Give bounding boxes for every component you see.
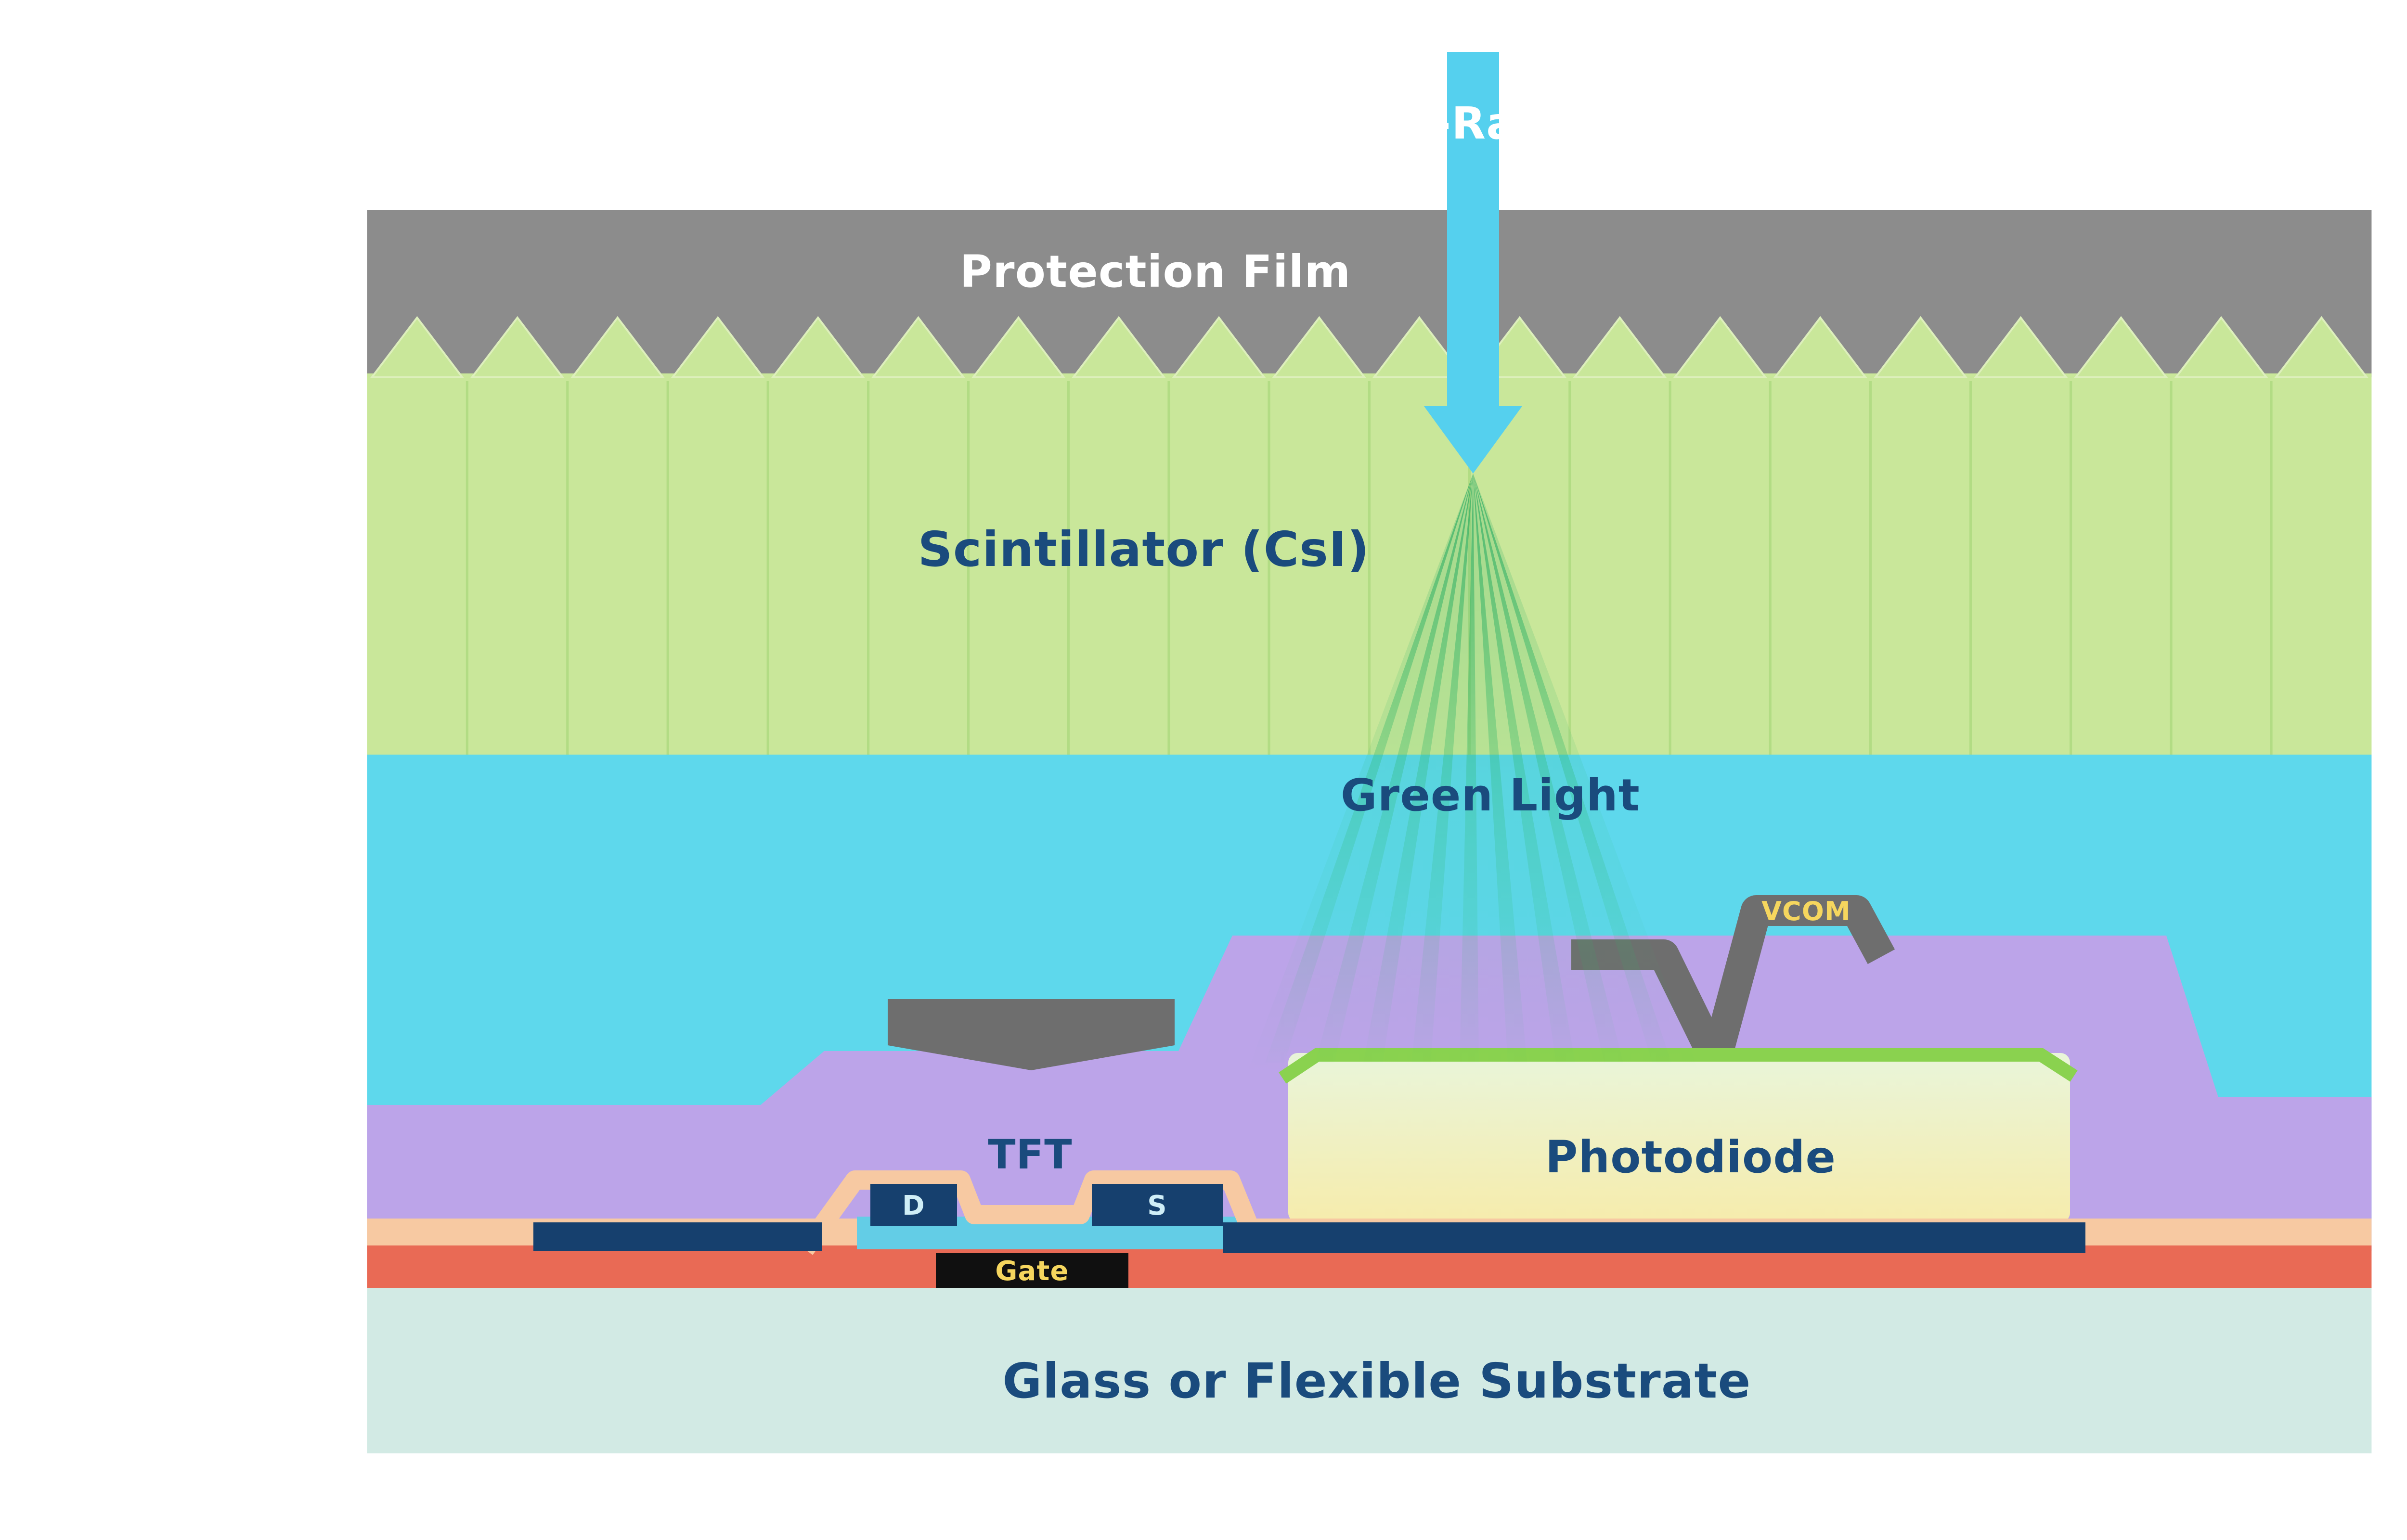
protection-film-label: Protection Film	[960, 246, 1351, 297]
green-light-ray	[1473, 474, 1527, 1063]
tft-peach-outline	[797, 1170, 1265, 1255]
scintillator-column-peak	[1071, 316, 1166, 378]
scintillator-column-peak	[1873, 316, 1968, 378]
scintillator-column-peak	[1171, 316, 1267, 378]
photodiode-label: Photodiode	[1545, 1131, 1836, 1183]
protection-film-layer	[367, 210, 2372, 377]
xray-arrow-head	[1424, 406, 1522, 474]
scintillator-column-peak	[771, 316, 866, 378]
gate-electrode	[936, 1253, 1128, 1290]
scintillator-column-peak	[971, 316, 1066, 378]
green-light-ray	[1473, 474, 1575, 1063]
green-light-ray	[1411, 474, 1473, 1063]
left-metal-line	[533, 1222, 822, 1251]
tft-drain-electrode	[870, 1184, 957, 1226]
scintillator-label: Scintillator (CsI)	[918, 521, 1370, 578]
scintillator-column-peak	[470, 316, 565, 378]
left-gray-electrode	[888, 999, 1175, 1070]
green-light-ray	[1265, 474, 1473, 1063]
scintillator-column-peak	[2174, 316, 2269, 378]
xray-arrow-shaft	[1447, 52, 1499, 406]
scintillator-column-peak	[1673, 316, 1768, 378]
vcom-label: VCOM	[1761, 896, 1851, 926]
scintillator-column-peak	[871, 316, 966, 378]
green-light-ray	[1460, 474, 1479, 1063]
substrate-label: Glass or Flexible Substrate	[1002, 1353, 1751, 1409]
drain-label: D	[902, 1190, 925, 1221]
scintillator-column-peak	[370, 316, 465, 378]
green-light-ray	[1315, 474, 1473, 1063]
scintillator-column-peak	[2073, 316, 2169, 378]
tft-label: TFT	[988, 1131, 1073, 1178]
green-light-ray	[1363, 474, 1473, 1063]
scintillator-column-peak	[671, 316, 765, 378]
photodiode-bottom-electrode	[1223, 1222, 2085, 1253]
substrate-layer	[367, 1288, 2372, 1453]
scintillator-column-peak	[1271, 316, 1367, 378]
scintillator-column-peak	[1973, 316, 2069, 378]
photodiode-body	[1288, 1053, 2070, 1222]
scintillator-column-peak	[1372, 316, 1467, 378]
green-light-rays	[1248, 474, 1698, 1070]
scintillator-column-peak	[570, 316, 665, 378]
tft-source-electrode	[1092, 1184, 1223, 1226]
scintillator-column-peak	[1773, 316, 1868, 378]
gate-label: Gate	[995, 1256, 1069, 1287]
xray-label: X-Ray	[1401, 98, 1545, 149]
scintillator-column-peak	[1572, 316, 1667, 378]
source-label: S	[1147, 1190, 1167, 1221]
xray-arrow	[1424, 52, 1522, 474]
green-light-ray	[1473, 474, 1671, 1063]
green-light-ray	[1473, 474, 1623, 1063]
green-light-label: Green Light	[1341, 770, 1640, 821]
scintillator-column-peak	[2274, 316, 2369, 378]
